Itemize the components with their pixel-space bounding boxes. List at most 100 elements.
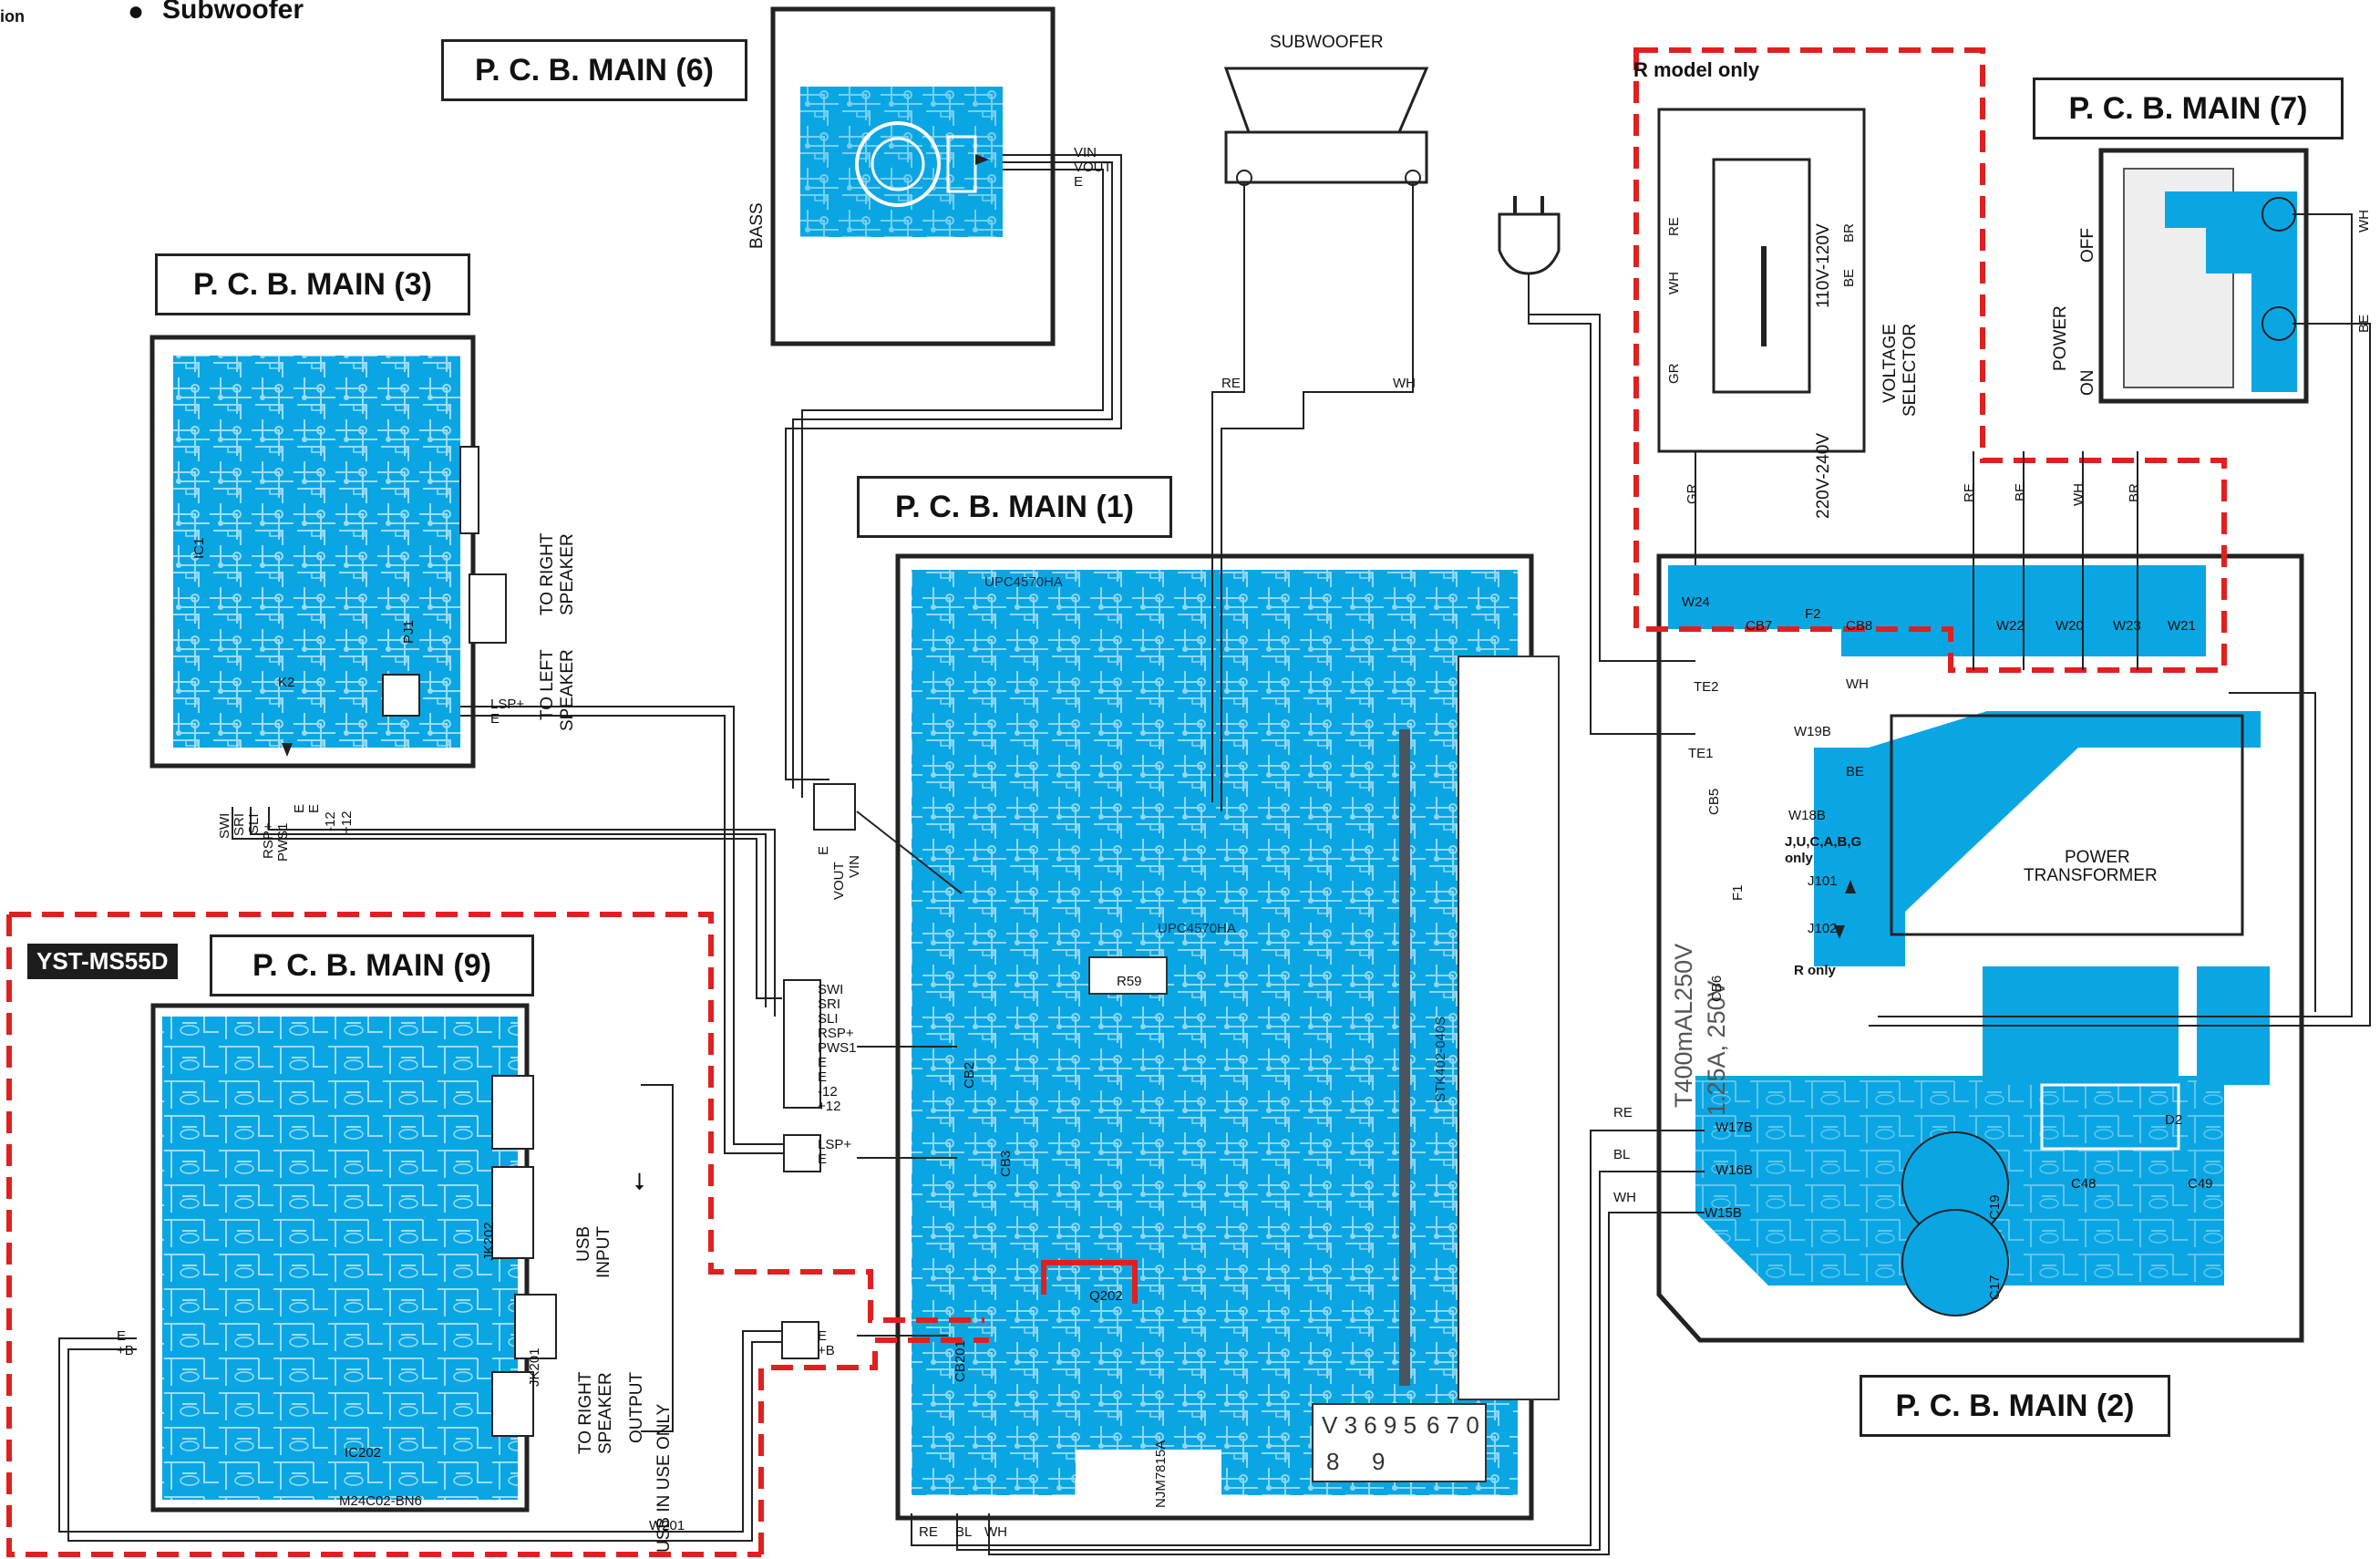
w21-label: W21 [2168,618,2196,634]
te1-label: TE1 [1688,746,1714,761]
ic1-label: IC1 [191,537,207,559]
w18b-label: W18B [1788,808,1826,823]
subwoofer-terminal [1224,130,1428,184]
w23-label: W23 [2113,618,2141,634]
c49-label: C49 [2188,1176,2213,1192]
c19-label: C19 [1987,1194,2003,1220]
to-left-speaker-1: TO LEFT [538,649,557,720]
board-title-main1: P. C. B. MAIN (1) [857,476,1172,538]
f1-label: F1 [1730,884,1746,901]
v220-label: 220V-240V [1814,432,1833,519]
pin-lsp-e: E [490,711,500,727]
eeprom-label: M24C02-BN6 [339,1493,422,1509]
f2-label: F2 [1805,606,1821,622]
to-right-speaker-2: SPEAKER [558,533,577,615]
voltage-selector-frame [1657,108,1866,453]
to-right-speaker9-1: TO RIGHT [576,1371,595,1454]
section-fragment: ion [0,7,25,26]
pin-sli: SLI [818,1011,839,1027]
njm-label: NJM7815A [1153,1440,1169,1508]
pin-pws1: PWS1 [818,1040,857,1056]
voltage-selector-1: VOLTAGE [1880,324,1900,403]
to-right-speaker-1: TO RIGHT [538,532,557,615]
wire-re-vs: RE [1962,483,1977,502]
wire-gr: GR [1685,483,1700,505]
yst-ms55d-dashed-area [6,912,989,1557]
pin-rsp: RSP+ [818,1026,854,1041]
ic202-label: IC202 [345,1445,382,1461]
pcb-code-1: V 3 6 9 5 [1322,1411,1417,1439]
cb7-label: CB7 [1746,618,1773,634]
wire-wh-m7: WH [2356,210,2372,232]
vin-pin-2: VIN [847,854,862,878]
connector-9pin [783,979,821,1109]
usb-icon: ⭠ [623,1172,652,1192]
pin-vout: VOUT [1074,160,1112,175]
power-label: POWER [2051,305,2070,371]
power-transformer-outline [1890,714,2244,936]
pin-e-left: E [117,1328,127,1344]
power-transformer-1: POWER [2065,848,2130,867]
wire-wh-vs: WH [2071,483,2086,506]
cb3-label: CB3 [998,1150,1014,1177]
board-title-main6: P. C. B. MAIN (6) [441,39,747,101]
to-left-speaker-2: SPEAKER [558,649,577,731]
pj1-label: PJ1 [401,620,417,644]
pcb-code-4: 9 [1372,1448,1386,1475]
fuse-f1-text: T400mAL250V [1670,943,1697,1108]
j102-label: J102 [1808,921,1838,936]
r59-label: R59 [1117,974,1142,989]
usb-output-1: OUTPUT [627,1371,646,1443]
wire-br-vsel: BR [1841,223,1857,243]
board-main7-pcb [2165,191,2297,392]
wire-re-sub: RE [1221,376,1241,391]
te2-label: TE2 [1694,679,1719,695]
juc-label-2: only [1785,851,1813,866]
m3-pin-8: +12 [339,810,355,834]
pin-vin: VIN [1074,145,1097,160]
bass-label: BASS [747,202,767,249]
wire-wh-vsel: WH [1666,272,1682,294]
page-title: Subwoofer [162,0,304,25]
m3-pin-0: SWI [217,812,232,839]
w15b-label: W15B [1705,1205,1742,1221]
wire-gr-vsel: GR [1666,363,1682,385]
wire-bl-main2: BL [1613,1147,1631,1162]
board-main2-pcb-mid [1814,711,2261,966]
cb5-label: CB5 [1706,788,1722,815]
lsp-e-main3: LSP+ E [490,697,524,727]
subwoofer-cone [1223,67,1429,134]
d2-label: D2 [2165,1112,2183,1128]
wire-be-w18b: BE [1846,764,1865,780]
r-model-label: R model only [1633,58,1760,81]
connector-vin-vout-e [813,783,856,831]
wire-bottom-bl: BL [955,1524,973,1540]
wire-w201: W201 [649,1518,685,1533]
pins-main1-list: SWI SRI SLI RSP+ PWS1 E E -12 +12 [818,983,857,1114]
wire-be-vsel: BE [1841,268,1857,287]
wire-wh-te2: WH [1846,676,1869,692]
connector-eb [781,1321,819,1359]
wire-re-vsel: RE [1666,217,1682,236]
bullet-glyph: ● [128,0,145,26]
voltage-selector-2: SELECTOR [1901,323,1920,417]
m3-pin-2: SLI [246,813,262,834]
power-off: OFF [2078,228,2097,263]
wire-be-vs: BE [2013,482,2028,501]
pin-lsp: LSP+ [490,697,525,712]
pin-e-right: E [818,1328,828,1344]
m3-pin-3: RSP+ [261,822,276,859]
wire-br-vs: BR [2127,483,2142,502]
pin-e: E [1074,174,1084,190]
juc-label-1: J,U,C,A,B,G [1785,834,1862,850]
pin-b-right: +B [818,1343,835,1358]
wire-bottom-wh: WH [984,1524,1007,1540]
wire-wh-sub: WH [1393,376,1416,391]
jk202-label: JK202 [481,1222,497,1261]
m3-pin-5: E [292,803,307,813]
wire-re-main2: RE [1613,1105,1633,1120]
m3-pin-6: E [306,803,322,813]
vout-pin-2: VOUT [831,862,847,900]
w19b-label: W19B [1794,724,1831,739]
